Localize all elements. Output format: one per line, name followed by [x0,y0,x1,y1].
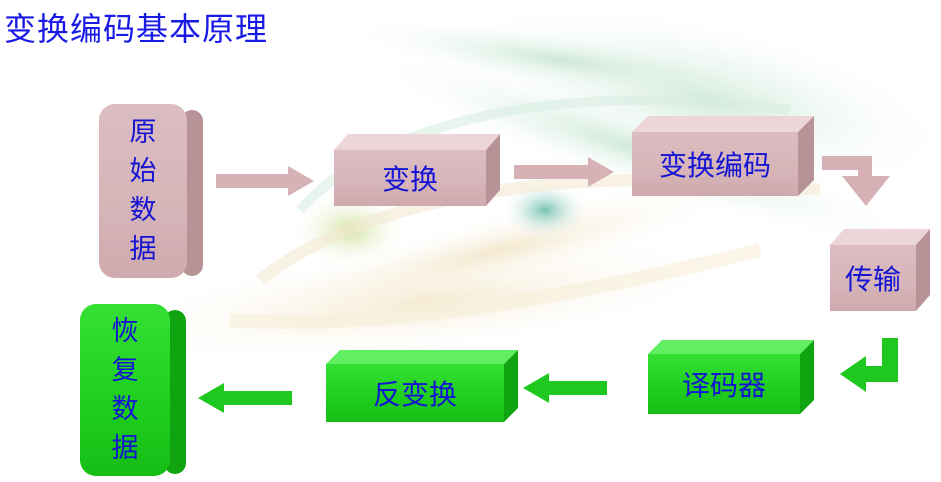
recovered-data-label: 恢 复 数 据 [80,304,170,476]
arrow-left-icon [523,373,607,403]
transform-box: 变换 [334,134,500,206]
original-data-label: 原 始 数 据 [99,104,187,278]
decoder-label: 译码器 [648,354,800,414]
transform-encode-box: 变换编码 [632,116,814,196]
arrow-return-left-icon [840,338,906,392]
inverse-transform-box: 反变换 [326,350,518,422]
arrow-down-bend-icon [822,156,902,206]
transform-encode-label: 变换编码 [632,132,798,196]
arrow-right-icon [514,157,614,187]
original-data-box: 原 始 数 据 [99,104,203,278]
inverse-transform-label: 反变换 [326,364,504,422]
arrow-left-icon [198,383,292,413]
arrow-right-icon [216,166,314,196]
transform-label: 变换 [334,150,486,206]
page-title: 变换编码基本原理 [4,10,269,48]
recovered-data-box: 恢 复 数 据 [80,304,186,476]
transmit-box: 传输 [830,229,930,311]
decoder-box: 译码器 [648,340,814,414]
transmit-label: 传输 [830,245,916,311]
